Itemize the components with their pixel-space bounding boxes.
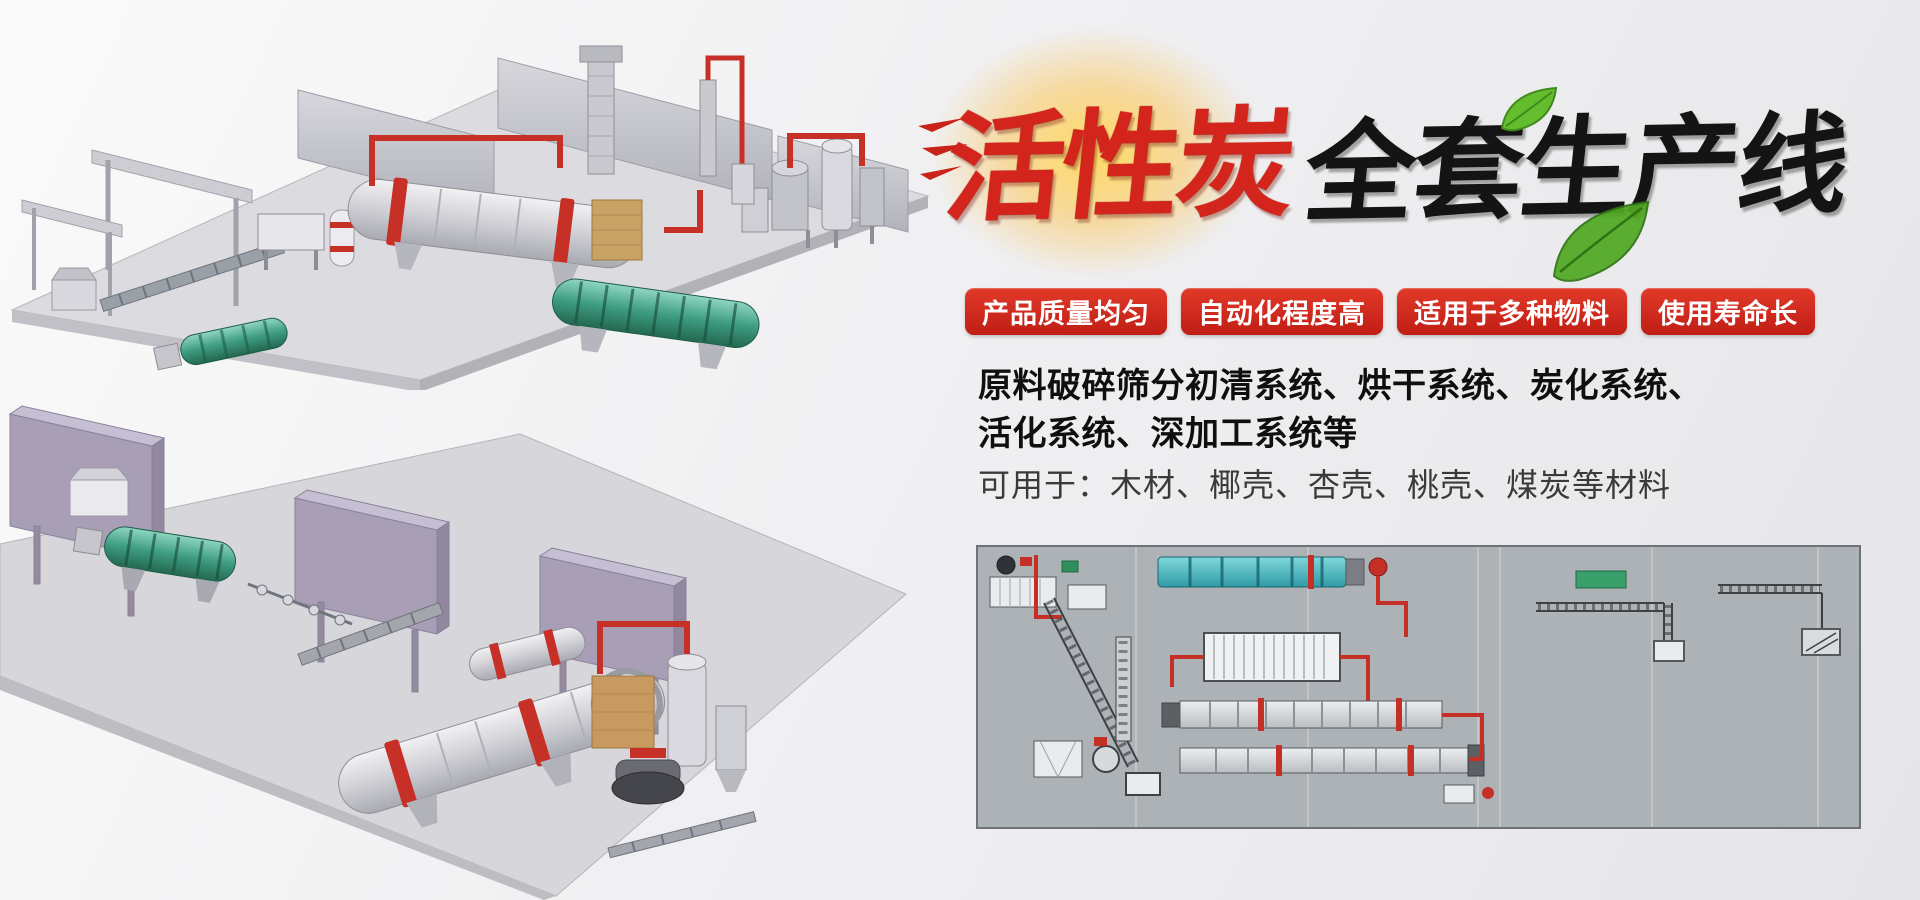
- brick-heat-chamber: [591, 199, 643, 261]
- small-green-drum: [153, 317, 288, 371]
- vertical-elevator: [1115, 636, 1132, 742]
- filter-tank: [329, 209, 355, 267]
- title-rest: 全套生产线: [1298, 103, 1853, 236]
- schematic-panel: [976, 545, 1861, 829]
- feature-badges: 产品质量均匀 自动化程度高 适用于多种物料 使用寿命长: [965, 288, 1815, 335]
- discharge-bin: [1443, 784, 1494, 804]
- badge-lifespan: 使用寿命长: [1641, 288, 1815, 335]
- badge-materials: 适用于多种物料: [1397, 288, 1627, 335]
- badge-automation: 自动化程度高: [1181, 288, 1383, 335]
- packing-conveyors: [1536, 570, 1841, 662]
- title-highlight: 活性炭: [939, 97, 1300, 236]
- feed-hopper: [51, 267, 97, 311]
- materials-description: 可用于：木材、椰壳、杏壳、桃壳、煤炭等材料: [978, 467, 1672, 503]
- machinery-render-bottom: [0, 405, 907, 900]
- mixer-unit: [1033, 737, 1120, 779]
- bucket-elevator: [579, 45, 623, 175]
- speed-lines-icon: [918, 118, 968, 180]
- systems-line-2: 活化系统、深加工系统等: [978, 415, 1358, 453]
- incline-belt: [1043, 597, 1161, 796]
- awning-structures: [21, 149, 253, 316]
- ball-mill-drum: [552, 278, 760, 370]
- heat-exchanger: [1170, 632, 1370, 705]
- main-title: 活性炭全套生产线: [939, 70, 1878, 270]
- systems-description: 原料破碎筛分初清系统、烘干系统、炭化系统、 活化系统、深加工系统等: [978, 362, 1878, 458]
- dryer-top-view: [1157, 555, 1408, 637]
- green-rotary-drum: [72, 526, 236, 603]
- feed-hopper-box: [68, 467, 130, 517]
- carbonization-kiln-top-view: [1161, 698, 1443, 731]
- schematic-floor: [976, 545, 1861, 829]
- carbonization-furnace: [591, 621, 747, 805]
- gas-tower: [699, 55, 755, 205]
- activation-kiln-top-view: [1179, 713, 1485, 777]
- crusher-unit: [989, 555, 1107, 619]
- cooler-drum: [469, 626, 586, 681]
- screening-machine: [257, 213, 325, 270]
- red-piping: [369, 135, 703, 233]
- inclined-conveyor: [297, 602, 444, 666]
- roller-conveyor: [247, 582, 353, 626]
- systems-line-1: 原料破碎筛分初清系统、烘干系统、炭化系统、: [978, 367, 1703, 405]
- furnace-dust-collector: [741, 133, 885, 248]
- badge-quality: 产品质量均匀: [965, 288, 1167, 335]
- machinery-render-top: [10, 45, 930, 390]
- discharge-conveyor: [607, 811, 757, 859]
